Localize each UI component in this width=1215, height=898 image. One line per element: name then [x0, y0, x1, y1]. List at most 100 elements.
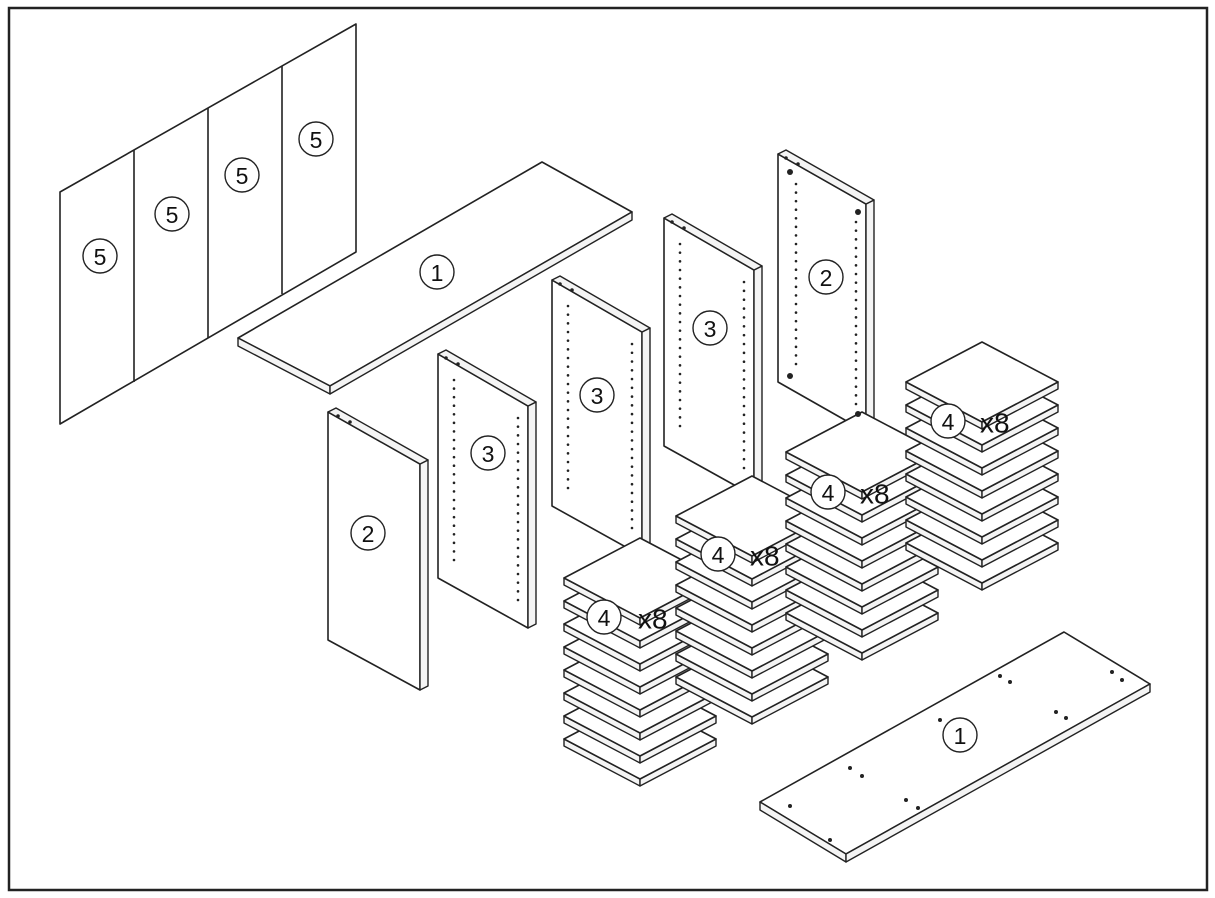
divider-edge	[663, 213, 763, 271]
callout-shelf: 4	[810, 474, 846, 510]
hole-dot	[516, 416, 520, 420]
hole-dot	[855, 209, 861, 215]
hole-dot	[452, 464, 456, 468]
callout-back-panel: 5	[298, 121, 334, 157]
callout-circle	[224, 157, 260, 193]
hole-dot	[516, 555, 520, 558]
back-panels	[59, 23, 357, 425]
hole-dot	[794, 208, 798, 212]
callout-divider: 3	[579, 377, 615, 413]
hole-dot	[742, 342, 746, 346]
hole-dot	[630, 517, 634, 521]
hole-dot	[678, 260, 682, 263]
hole-dot	[742, 413, 746, 417]
hole-dot	[678, 277, 682, 280]
divider-panel	[551, 275, 651, 557]
hole-dot	[742, 351, 746, 355]
hole-dot	[516, 442, 520, 446]
hole-dot	[452, 395, 456, 399]
callout-text: 4	[822, 480, 835, 506]
hole-dot	[854, 402, 858, 406]
hole-dot	[742, 360, 746, 364]
hole-dot	[678, 364, 682, 367]
hole-dot	[854, 298, 858, 302]
hole-dot	[742, 395, 746, 399]
shelf-board	[905, 341, 1059, 423]
divider-edge	[527, 401, 537, 629]
callout-back-panel: 5	[224, 157, 260, 193]
hole-dot	[678, 251, 682, 254]
shelf-quantity: x8	[860, 479, 890, 510]
callout-side-panel-right: 2	[808, 259, 844, 295]
callout-circle	[692, 310, 728, 346]
hole-dot	[854, 350, 858, 354]
hole-dot	[630, 439, 634, 442]
hole-dot	[794, 294, 798, 297]
hole-dot	[794, 242, 798, 246]
hole-dot	[1110, 670, 1114, 674]
hole-dot	[794, 319, 798, 323]
hole-dot	[566, 408, 570, 412]
callout-top-board: 1	[419, 254, 455, 290]
hole-dot	[630, 360, 634, 363]
hole-dot	[998, 674, 1002, 678]
hole-dot	[452, 498, 456, 502]
callout-shelf: 4	[586, 599, 622, 635]
hole-dot	[678, 338, 682, 341]
callout-text: 1	[954, 723, 967, 749]
hole-dot	[854, 324, 858, 328]
hole-dot	[452, 481, 456, 485]
hole-dot	[854, 307, 858, 310]
hole-dot	[1120, 678, 1124, 682]
hole-dot	[516, 486, 520, 489]
hole-dot	[794, 345, 798, 349]
hole-dot	[566, 478, 570, 481]
hole-dot	[854, 238, 858, 241]
hole-dot	[516, 572, 520, 576]
hole-dot	[630, 412, 634, 416]
callout-text: 1	[431, 260, 444, 286]
hole-dot	[854, 368, 858, 371]
hole-dot	[742, 404, 746, 408]
hole-dot	[456, 362, 460, 366]
hole-dot	[854, 385, 858, 388]
top-board-edge	[329, 211, 633, 395]
hole-dot	[630, 430, 634, 433]
hole-dot	[678, 398, 682, 402]
hole-dot	[630, 500, 634, 504]
hole-dot	[848, 766, 852, 770]
hole-dot	[452, 550, 456, 553]
hole-dot	[630, 465, 634, 468]
callout-text: 5	[94, 244, 107, 270]
hole-dot	[794, 362, 798, 366]
hole-dot	[452, 404, 456, 408]
callout-circle	[586, 599, 622, 635]
hole-dot	[854, 255, 858, 258]
hole-dot	[678, 372, 682, 376]
hole-dot	[742, 307, 746, 310]
hole-dot	[794, 234, 798, 237]
side-panel-left-edge	[327, 407, 429, 465]
hole-dot	[678, 381, 682, 384]
hole-dot	[854, 281, 858, 284]
hole-dot	[854, 359, 858, 362]
hole-dot	[566, 374, 570, 377]
hole-dot	[854, 394, 858, 397]
callout-shelf: 4	[700, 536, 736, 572]
hole-dot	[452, 532, 456, 536]
hole-dot	[630, 447, 634, 451]
hole-dot	[794, 216, 798, 220]
hole-dot	[854, 272, 858, 276]
hole-dot	[452, 430, 456, 433]
callout-text: 3	[482, 441, 495, 467]
hole-dot	[566, 434, 570, 438]
hole-dot	[630, 491, 634, 495]
hole-dot	[516, 520, 520, 524]
divider-panel	[663, 213, 763, 497]
hole-dot	[678, 286, 682, 289]
callout-back-panel: 5	[82, 238, 118, 274]
hole-dot	[630, 368, 634, 372]
hole-dot	[854, 316, 858, 319]
hole-dot	[854, 376, 858, 380]
